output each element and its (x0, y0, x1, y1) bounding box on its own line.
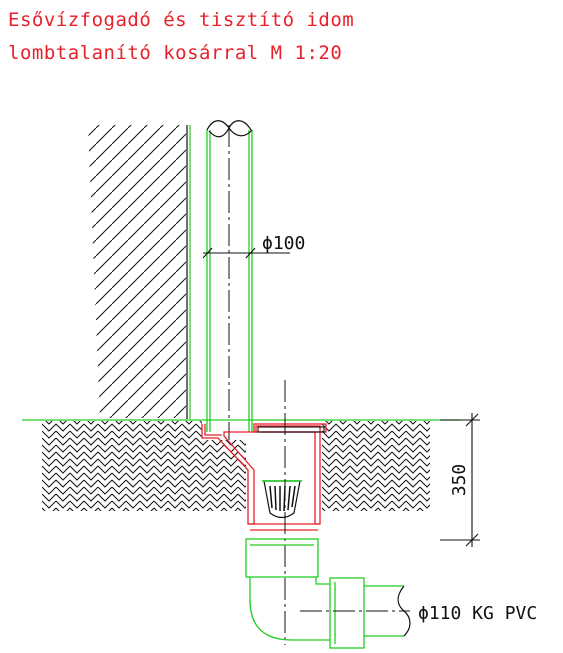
depth-dimension (440, 413, 480, 547)
rain-inlet-fitting (201, 423, 327, 531)
drawing-title-line-2: lombtalanító kosárral M 1:20 (8, 42, 342, 64)
depth-label: 350 (449, 464, 470, 497)
fitting-cap (257, 426, 325, 433)
outlet-pvc-elbow (245, 538, 404, 649)
downpipe (206, 130, 253, 432)
drawing-title-line-1: Esővízfogadó és tisztító idom (8, 9, 354, 31)
outlet-pipe-label: ϕ110 KG PVC (418, 603, 537, 624)
wall-hatch (88, 125, 186, 418)
soil-hatch (42, 421, 430, 511)
pipe-diameter-dimension (202, 247, 290, 259)
leaf-basket (262, 480, 302, 519)
pipe-diameter-label: ϕ100 (262, 233, 305, 254)
outlet-break-symbol (397, 585, 411, 637)
